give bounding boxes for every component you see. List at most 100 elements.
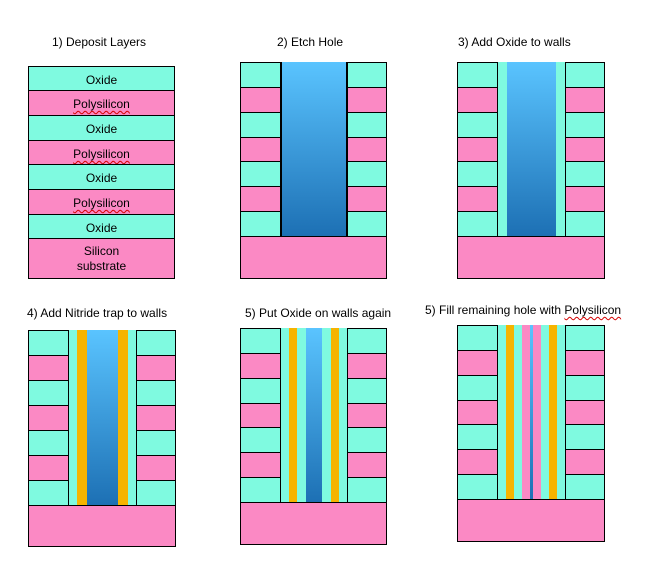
oxide-liner-2-right xyxy=(541,325,549,499)
oxide-label: Oxide xyxy=(85,221,118,235)
nitride-trap-right xyxy=(118,330,128,505)
oxide-layer-right xyxy=(347,211,387,237)
polysilicon-label: Polysilicon xyxy=(28,196,175,210)
nitride-trap-right xyxy=(549,325,557,499)
polysilicon-layer-left xyxy=(457,350,498,376)
etched-hole xyxy=(498,62,565,236)
oxide-layer-right xyxy=(565,112,605,138)
polysilicon-layer-right xyxy=(565,186,605,212)
oxide-layer-left xyxy=(240,211,281,237)
oxide-layer-left xyxy=(240,112,281,138)
polysilicon-layer-left xyxy=(457,400,498,425)
oxide-layer-left xyxy=(28,380,69,406)
oxide-label: Oxide xyxy=(85,122,118,136)
polysilicon-label-text: Polysilicon xyxy=(73,196,130,210)
oxide-layer-right xyxy=(136,480,176,506)
polysilicon-layer-left xyxy=(240,186,281,212)
polysilicon-layer-left xyxy=(240,353,281,379)
oxide-layer-right xyxy=(347,328,387,354)
panel-2-title: 2) Etch Hole xyxy=(277,35,344,49)
oxide-liner-right xyxy=(557,325,565,499)
oxide-liner-2-left xyxy=(514,325,522,499)
oxide-liner-left xyxy=(281,328,289,502)
polysilicon-layer-right xyxy=(565,449,605,475)
oxide-liner-left xyxy=(69,330,77,505)
polysilicon-layer-left xyxy=(28,455,69,481)
oxide-liner-2-right xyxy=(322,328,331,502)
oxide-layer-left xyxy=(457,474,498,500)
oxide-layer-left xyxy=(240,378,281,404)
nitride-trap-right xyxy=(331,328,339,502)
substrate-layer xyxy=(240,502,387,545)
panel-6-title: 5) Fill remaining hole with Polysilicon xyxy=(425,303,621,317)
polysilicon-layer-right xyxy=(136,405,176,431)
oxide-layer-right xyxy=(565,424,605,450)
polysilicon-fill-left xyxy=(522,325,530,499)
nitride-trap-left xyxy=(77,330,87,505)
polysilicon-layer-left xyxy=(457,137,498,162)
polysilicon-layer-right xyxy=(565,137,605,162)
oxide-layer-right xyxy=(136,330,176,356)
oxide-layer xyxy=(28,214,175,239)
oxide-layer-left xyxy=(28,480,69,506)
oxide-layer-left xyxy=(457,62,498,88)
oxide-layer-left xyxy=(457,375,498,401)
oxide-layer-left xyxy=(457,325,498,351)
oxide-layer-left xyxy=(240,477,281,503)
substrate-layer xyxy=(28,505,176,547)
polysilicon-layer-right xyxy=(347,403,387,428)
polysilicon-layer-right xyxy=(136,455,176,481)
panel-6-title-prefix: 5) Fill remaining hole with xyxy=(425,303,565,317)
oxide-layer-right xyxy=(347,112,387,138)
oxide-layer-left xyxy=(28,430,69,456)
substrate-layer xyxy=(28,238,175,279)
polysilicon-layer-left xyxy=(28,355,69,381)
oxide-liner-left xyxy=(498,62,507,236)
oxide-layer-right xyxy=(565,325,605,351)
polysilicon-layer-right xyxy=(347,87,387,113)
polysilicon-layer-right xyxy=(347,452,387,478)
polysilicon-layer-left xyxy=(240,137,281,162)
oxide-layer-right xyxy=(565,161,605,187)
polysilicon-layer-right xyxy=(565,400,605,425)
substrate-layer xyxy=(240,236,387,279)
polysilicon-layer xyxy=(28,90,175,116)
panel-6-title-word: Polysilicon xyxy=(564,303,622,317)
oxide-layer-left xyxy=(240,328,281,354)
oxide-layer-left xyxy=(457,424,498,450)
polysilicon-layer-left xyxy=(457,449,498,475)
oxide-liner-left xyxy=(498,325,506,499)
substrate-label-line1: Silicon xyxy=(83,244,120,258)
panel-4-title: 4) Add Nitride trap to walls xyxy=(27,306,168,320)
polysilicon-fill-right xyxy=(533,325,541,499)
oxide-layer-left xyxy=(240,62,281,88)
oxide-label: Oxide xyxy=(85,73,118,87)
polysilicon-label-text: Polysilicon xyxy=(73,147,130,161)
oxide-liner-right xyxy=(556,62,565,236)
oxide-layer-right xyxy=(136,430,176,456)
oxide-liner-right xyxy=(128,330,136,505)
oxide-liner-right xyxy=(339,328,347,502)
polysilicon-layer-right xyxy=(347,353,387,379)
substrate-layer xyxy=(457,499,605,542)
polysilicon-layer-left xyxy=(28,405,69,431)
oxide-layer-left xyxy=(457,112,498,138)
polysilicon-layer-left xyxy=(457,186,498,212)
polysilicon-label-text: Polysilicon xyxy=(73,97,130,111)
oxide-layer-right xyxy=(347,378,387,404)
oxide-layer-right xyxy=(347,427,387,453)
polysilicon-layer-right xyxy=(347,186,387,212)
oxide-liner-2-left xyxy=(297,328,306,502)
oxide-layer-right xyxy=(565,211,605,237)
oxide-layer-left xyxy=(240,427,281,453)
oxide-layer-right xyxy=(565,62,605,88)
oxide-layer-left xyxy=(457,211,498,237)
oxide-layer-left xyxy=(457,161,498,187)
polysilicon-layer-left xyxy=(240,403,281,428)
oxide-layer-right xyxy=(347,161,387,187)
polysilicon-layer-left xyxy=(457,87,498,113)
panel-1-title: 1) Deposit Layers xyxy=(52,35,147,49)
oxide-layer-right xyxy=(565,474,605,500)
polysilicon-layer-left xyxy=(240,452,281,478)
polysilicon-layer-right xyxy=(565,87,605,113)
